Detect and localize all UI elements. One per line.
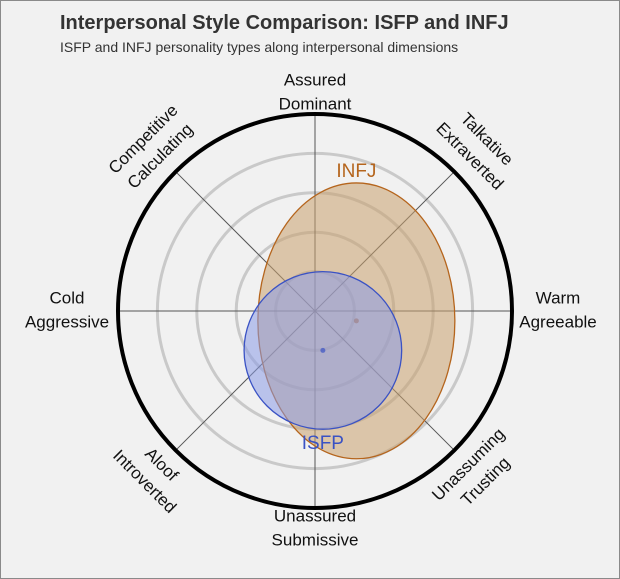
direction-text-agreeable: Agreeable <box>519 312 597 331</box>
isfp-center-point <box>320 347 326 353</box>
direction-text-assured: Assured <box>284 70 346 89</box>
direction-text-warm: Warm <box>536 288 581 307</box>
series-layer <box>243 182 456 460</box>
direction-text-dominant: Dominant <box>279 94 352 113</box>
direction-text-aggressive: Aggressive <box>25 312 109 331</box>
chart-subtitle: ISFP and INFJ personality types along in… <box>60 39 459 55</box>
outer-circle <box>116 112 514 510</box>
direction-text-cold: Cold <box>50 288 85 307</box>
isfp-label: ISFP <box>302 433 344 454</box>
chart-title: Interpersonal Style Comparison: ISFP and… <box>60 12 509 34</box>
infj-label: INFJ <box>336 161 376 182</box>
direction-text-unassured: Unassured <box>274 506 356 525</box>
direction-text-submissive: Submissive <box>272 530 359 549</box>
